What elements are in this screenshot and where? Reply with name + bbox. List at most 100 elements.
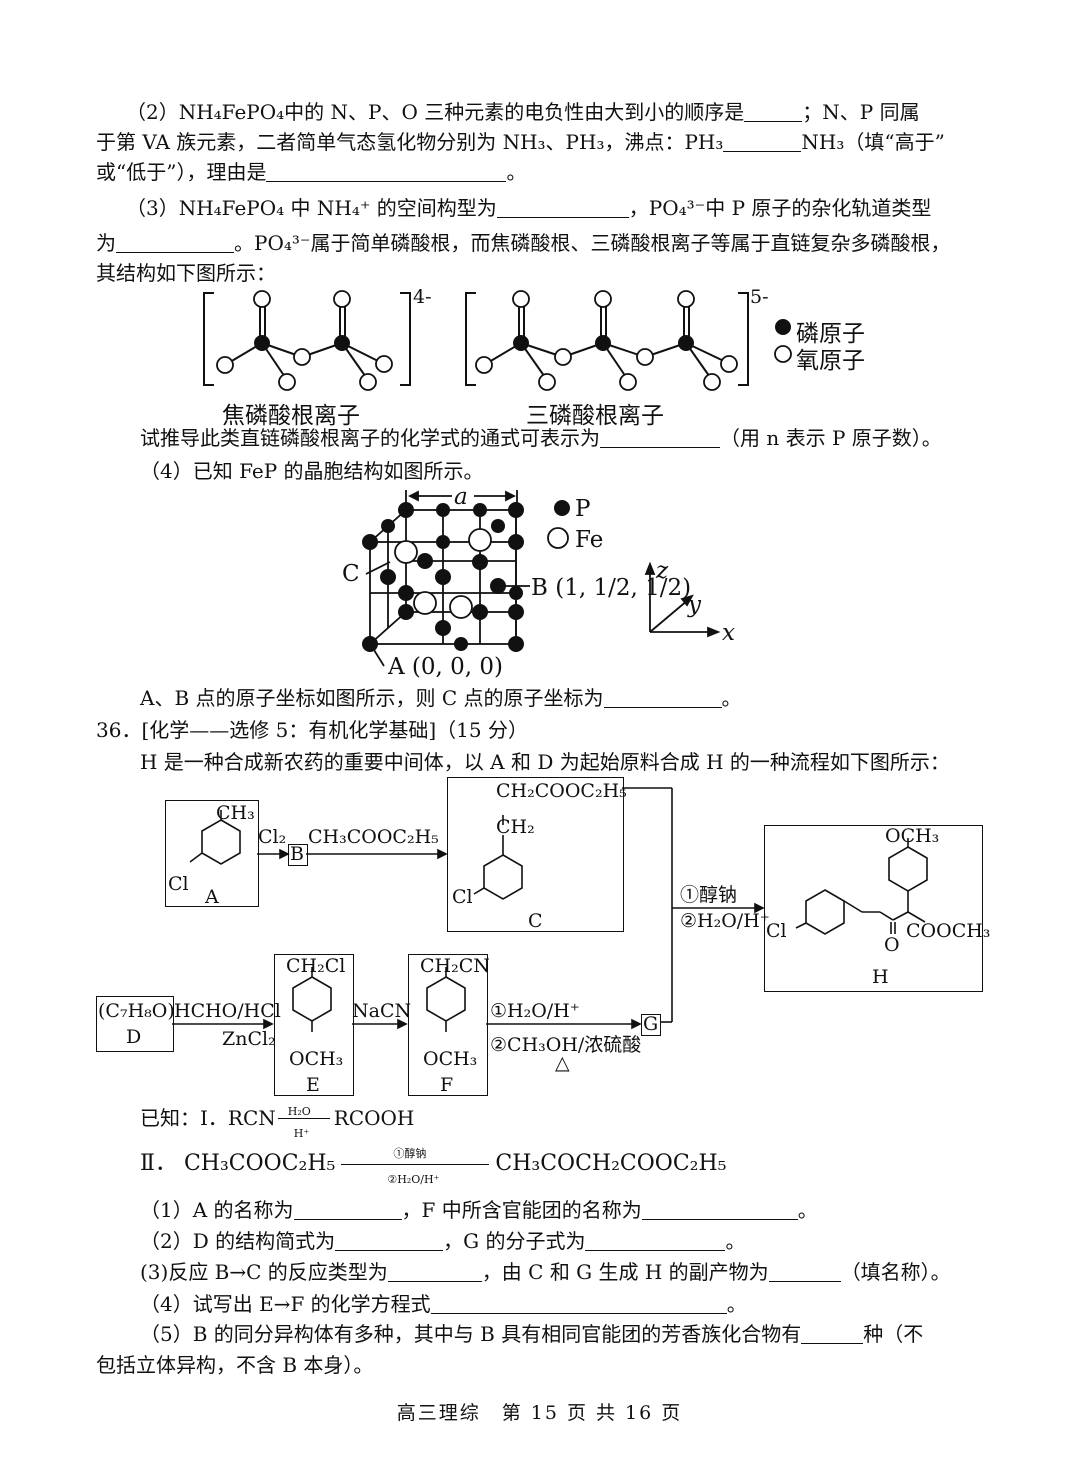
f-name: F — [440, 1074, 454, 1096]
compound-h-box — [764, 825, 983, 992]
q2-text1b: ；N、P 同属 — [802, 100, 920, 124]
q3-text4: 试推导此类直链磷酸根离子的化学式的通式可表示为 — [140, 426, 600, 450]
step-h2: ②H₂O/H⁺ — [680, 910, 770, 932]
q2-blank2[interactable] — [723, 131, 802, 152]
caption-pyrophosphate: 焦磷酸根离子 — [222, 403, 360, 429]
h-och3: OCH₃ — [885, 825, 940, 847]
fep-unit-cell — [362, 490, 721, 667]
q36-blank5[interactable] — [387, 1261, 482, 1282]
q3-blank1[interactable] — [496, 197, 629, 218]
compound-f-box — [408, 954, 488, 1096]
q36-blank1[interactable] — [293, 1199, 402, 1220]
legend-p: P — [575, 496, 591, 522]
q36-blank6[interactable] — [768, 1261, 841, 1282]
point-a-label: A (0, 0, 0) — [388, 654, 504, 680]
compound-c-box — [447, 777, 624, 932]
reagent-cl2: Cl₂ — [258, 826, 287, 848]
page-footer: 高三理综 第 15 页 共 16 页 — [396, 1402, 683, 1424]
compound-b-box — [288, 844, 308, 866]
q4-text2: A、B 点的原子坐标如图所示，则 C 点的原子坐标为 — [140, 686, 604, 710]
legend-phosphorus: 磷原子 — [796, 321, 865, 347]
q36-s5: （5）B 的同分异构体有多种，其中与 B 具有相同官能团的芳香族化合物有种（不 — [140, 1322, 924, 1346]
g-name: G — [643, 1013, 659, 1035]
q2-text3: 或“低于”），理由是 — [96, 160, 267, 184]
q2-text3b: 。 — [506, 160, 527, 184]
q2-text1: （2）NH₄FePO₄中的 N、P、O 三种元素的电负性由大到小的顺序是 — [126, 100, 745, 124]
compound-e-box — [274, 954, 354, 1096]
q2-line2: 于第 VA 族元素，二者简单气态氢化物分别为 NH₃、PH₃，沸点：PH₃ NH₃… — [96, 128, 945, 156]
reagent-nacn: NaCN — [352, 1000, 412, 1022]
step-fg2: ②CH₃OH/浓硫酸 — [490, 1034, 642, 1056]
b-name: B — [290, 843, 304, 865]
phosphate-structures — [203, 290, 792, 391]
q4-blank1[interactable] — [603, 687, 722, 708]
q4-text2b: 。 — [721, 686, 742, 710]
compound-g-box — [641, 1014, 661, 1036]
h-cooch3: COOCH₃ — [906, 920, 991, 942]
q3-text1: （3）NH₄FePO₄ 中 NH₄⁺ 的空间构型为 — [126, 196, 497, 220]
q3-line1: （3）NH₄FePO₄ 中 NH₄⁺ 的空间构型为，PO₄³⁻中 P 原子的杂化… — [126, 194, 931, 222]
step-h1: ①醇钠 — [680, 884, 738, 906]
c-cl: Cl — [452, 886, 473, 908]
q36-title: 36．[化学——选修 5：有机化学基础]（15 分） — [96, 718, 528, 742]
e-top: CH₂Cl — [286, 955, 346, 977]
q3-line2: 为 。PO₄³⁻属于简单磷酸根，而焦磷酸根、三磷酸根离子等属于直链复杂多磷酸根， — [96, 229, 950, 257]
c-top-group: CH₂COOC₂H₅ — [496, 780, 627, 802]
c-name: C — [528, 910, 543, 932]
q36-blank7[interactable] — [430, 1293, 727, 1314]
step-fg1: ①H₂O/H⁺ — [490, 1000, 580, 1022]
q2-text2: 于第 VA 族元素，二者简单气态氢化物分别为 NH₃、PH₃，沸点：PH₃ — [96, 130, 724, 154]
q36-s1: （1）A 的名称为，F 中所含官能团的名称为。 — [140, 1198, 818, 1222]
tri-charge: 5- — [750, 286, 769, 308]
point-b-label: B (1, 1/2, 1/2) — [531, 575, 692, 601]
q3-text2: 为 — [96, 231, 116, 255]
q3-text4b: （用 n 表示 P 原子数）。 — [720, 426, 942, 450]
q3-blank4[interactable] — [600, 427, 720, 448]
h-o: O — [884, 934, 900, 956]
e-bottom: OCH₃ — [289, 1048, 344, 1070]
q3-blank2[interactable] — [116, 232, 234, 253]
q36-s6: 包括立体异构，不含 B 本身）。 — [96, 1353, 374, 1377]
d-formula: (C₇H₈O) — [98, 1000, 175, 1022]
q2-blank1[interactable] — [744, 101, 803, 122]
axis-z-label: z — [656, 558, 669, 584]
q2-line1: （2）NH₄FePO₄中的 N、P、O 三种元素的电负性由大到小的顺序是 ；N、P… — [126, 98, 920, 126]
q36-s2: （2）D 的结构简式为，G 的分子式为。 — [140, 1229, 746, 1253]
q36-blank4[interactable] — [585, 1230, 726, 1251]
step-fg3: △ — [555, 1052, 570, 1074]
unit-cell-a-label: a — [454, 484, 468, 510]
legend-oxygen: 氧原子 — [796, 348, 865, 374]
q2-text2b: NH₃（填“高于” — [801, 130, 945, 154]
q36-s4: （4）试写出 E→F 的化学方程式。 — [140, 1292, 747, 1316]
reagent-de2: ZnCl₂ — [222, 1028, 276, 1050]
q36-blank2[interactable] — [641, 1199, 798, 1220]
reagent-bc: CH₃COOC₂H₅ — [308, 826, 439, 848]
synthesis-scheme — [172, 787, 928, 1032]
q36-blank8[interactable] — [801, 1323, 864, 1344]
q3-line4: 试推导此类直链磷酸根离子的化学式的通式可表示为 （用 n 表示 P 原子数）。 — [140, 424, 942, 452]
reagent-de1: HCHO/HCl — [174, 1000, 281, 1022]
h-name: H — [872, 966, 889, 988]
a-ch3: CH₃ — [216, 802, 255, 824]
q36-s3: (3)反应 B→C 的反应类型为，由 C 和 G 生成 H 的副产物为（填名称）… — [140, 1260, 951, 1284]
q4-line2: A、B 点的原子坐标如图所示，则 C 点的原子坐标为 。 — [140, 684, 742, 712]
q4-line1: （4）已知 FeP 的晶胞结构如图所示。 — [140, 459, 484, 483]
pyro-charge: 4- — [413, 286, 432, 308]
d-name: D — [126, 1026, 142, 1048]
axis-x-label: x — [722, 620, 735, 646]
q36-blank3[interactable] — [335, 1230, 444, 1251]
q36-intro: H 是一种合成新农药的重要中间体，以 A 和 D 为起始原料合成 H 的一种流程… — [140, 750, 950, 774]
q2-line3: 或“低于”），理由是 。 — [96, 158, 526, 186]
q3-text2b: 。PO₄³⁻属于简单磷酸根，而焦磷酸根、三磷酸根离子等属于直链复杂多磷酸根， — [234, 231, 951, 255]
h-cl: Cl — [766, 920, 787, 942]
c-ch2: CH₂ — [496, 816, 535, 838]
q2-blank3[interactable] — [266, 161, 507, 182]
e-name: E — [306, 1074, 320, 1096]
f-bottom: OCH₃ — [423, 1048, 478, 1070]
q3-line3: 其结构如下图所示： — [96, 261, 276, 285]
a-cl: Cl — [168, 873, 189, 895]
a-name: A — [205, 886, 219, 908]
